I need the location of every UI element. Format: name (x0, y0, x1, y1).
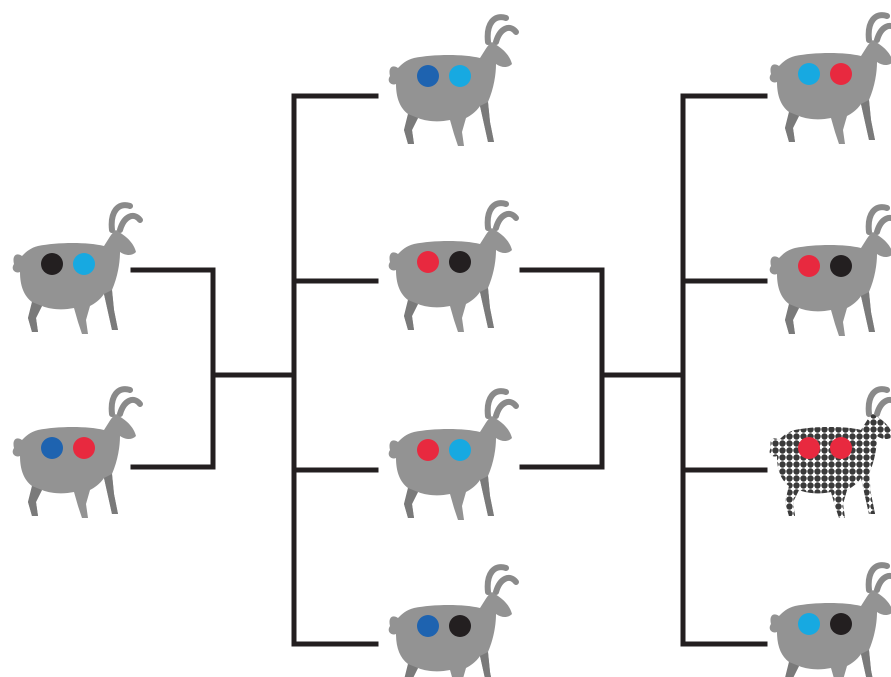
goat-offspring-2-2 (770, 207, 891, 336)
goat-offspring-1-1 (389, 17, 516, 146)
allele-dot-dark-blue (417, 65, 439, 87)
allele-dot-black (830, 613, 852, 635)
goat-offspring-1-2 (389, 203, 516, 332)
allele-dot-light-blue (449, 65, 471, 87)
goat-parents-1 (13, 205, 140, 334)
allele-dot-light-blue (798, 613, 820, 635)
connector-lines (133, 96, 765, 644)
goat-silhouette (770, 207, 891, 336)
goat-offspring-2-1 (770, 15, 891, 144)
allele-dot-black (830, 255, 852, 277)
allele-dot-light-blue (73, 253, 95, 275)
allele-dot-light-blue (449, 439, 471, 461)
goat-offspring-2-3 (770, 389, 891, 518)
goat-offspring-1-3 (389, 391, 516, 520)
goat-parents-2 (13, 389, 140, 518)
goat-offspring-2-4 (770, 565, 891, 677)
allele-dot-red (798, 437, 820, 459)
allele-dot-red (73, 437, 95, 459)
parent-1-connector (133, 270, 213, 375)
allele-dot-red (417, 251, 439, 273)
allele-dot-red (417, 439, 439, 461)
allele-dot-black (449, 251, 471, 273)
goat-offspring-1-4 (389, 567, 516, 677)
allele-dot-black (41, 253, 63, 275)
allele-dot-black (449, 615, 471, 637)
goat-checkered-pattern (770, 414, 891, 518)
allele-dot-red (798, 255, 820, 277)
allele-dot-light-blue (798, 63, 820, 85)
allele-dot-dark-blue (417, 615, 439, 637)
allele-dot-red (830, 63, 852, 85)
offspring-1-pair-connector-a (522, 270, 602, 375)
goats-layer (13, 15, 891, 677)
allele-dot-red (830, 437, 852, 459)
offspring-1-pair-connector-b (522, 375, 602, 467)
goat-silhouette (770, 15, 891, 144)
allele-dot-dark-blue (41, 437, 63, 459)
parent-2-connector (133, 375, 213, 467)
goat-silhouette (770, 565, 891, 677)
